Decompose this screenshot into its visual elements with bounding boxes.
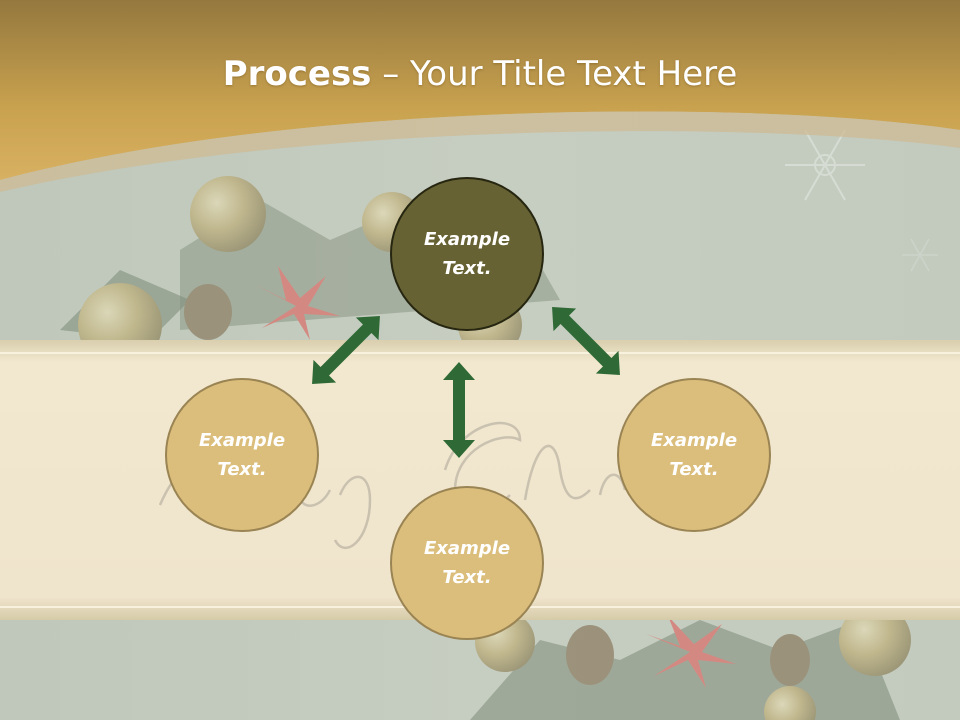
title-bold: Process: [222, 54, 372, 94]
ornament-ball-icon: [190, 176, 266, 252]
ornament-ball-icon: [839, 604, 911, 676]
header-bar: [0, 0, 960, 180]
process-circle-left[interactable]: Example Text.: [165, 378, 319, 532]
decoration-lower: [470, 604, 911, 720]
circle-label: Example Text.: [650, 430, 738, 480]
slide-title: Process – Your Title Text Here: [0, 52, 960, 96]
pine-cone-icon: [770, 634, 810, 686]
poinsettia-icon: [646, 616, 736, 688]
pine-cone-icon: [566, 625, 614, 685]
title-rest: – Your Title Text Here: [371, 54, 738, 94]
ornament-ball-icon: [764, 686, 816, 720]
circle-label: Example Text.: [423, 538, 511, 588]
snowflake-icon: [902, 238, 938, 272]
header-arch: [0, 111, 960, 192]
process-circle-top[interactable]: Example Text.: [390, 177, 544, 331]
circle-label: Example Text.: [198, 430, 286, 480]
circle-label: Example Text.: [423, 229, 511, 279]
poinsettia-icon: [254, 266, 340, 340]
pine-cone-icon: [184, 284, 232, 340]
process-circle-bottom[interactable]: Example Text.: [390, 486, 544, 640]
process-circle-right[interactable]: Example Text.: [617, 378, 771, 532]
snowflake-icon: [785, 129, 865, 201]
